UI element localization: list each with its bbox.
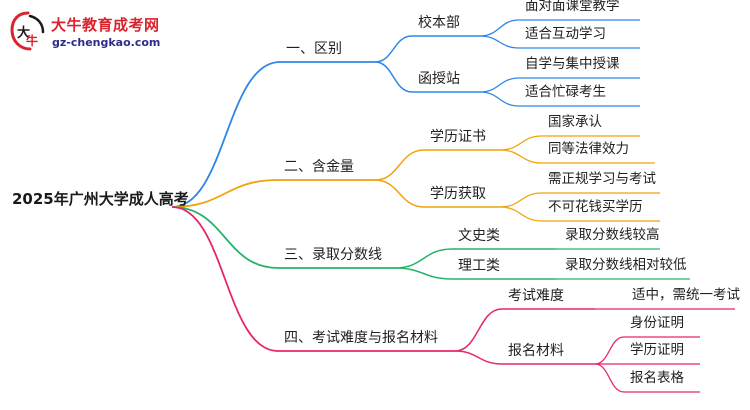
leaf-node[interactable]: 录取分数线较高 bbox=[565, 227, 660, 243]
sub-branch-node[interactable]: 考试难度 bbox=[508, 288, 564, 304]
leaf-connector bbox=[499, 206, 543, 222]
leaf-connector bbox=[499, 135, 543, 151]
sub-branch-node[interactable]: 学历证书 bbox=[430, 129, 486, 145]
sub-branch-node[interactable]: 理工类 bbox=[458, 258, 500, 274]
branch-connector bbox=[171, 206, 279, 269]
leaf-node[interactable]: 适中，需统一考试 bbox=[632, 287, 740, 303]
leaf-node[interactable]: 报名表格 bbox=[630, 370, 684, 386]
branch-connector bbox=[171, 61, 281, 208]
leaf-connector bbox=[479, 19, 520, 37]
logo-url-text: gz-chengkao.com bbox=[52, 36, 161, 49]
site-logo[interactable]: 大 牛 大牛教育成考网 gz-chengkao.com bbox=[8, 10, 178, 54]
sub-branch-connector bbox=[454, 350, 503, 365]
leaf-connector bbox=[499, 149, 543, 164]
leaf-connector bbox=[479, 91, 520, 107]
sub-branch-node[interactable]: 文史类 bbox=[458, 228, 500, 244]
sub-branch-connector bbox=[374, 179, 425, 208]
sub-branch-connector bbox=[454, 308, 503, 352]
branch-connector bbox=[171, 206, 279, 352]
leaf-node[interactable]: 不可花钱买学历 bbox=[548, 199, 643, 215]
branch-connector bbox=[171, 179, 279, 208]
leaf-node[interactable]: 同等法律效力 bbox=[548, 141, 629, 157]
leaf-node[interactable]: 自学与集中授课 bbox=[525, 56, 620, 72]
leaf-node[interactable]: 录取分数线相对较低 bbox=[565, 257, 687, 273]
leaf-node[interactable]: 面对面课堂教学 bbox=[525, 0, 620, 14]
logo-mark-icon: 大 牛 bbox=[10, 11, 45, 51]
branch-node[interactable]: 一、区别 bbox=[286, 41, 342, 57]
branch-node[interactable]: 三、录取分数线 bbox=[284, 247, 382, 263]
leaf-node[interactable]: 需正规学习与考试 bbox=[548, 171, 656, 187]
leaf-connector bbox=[594, 363, 625, 393]
leaf-node[interactable]: 身份证明 bbox=[630, 315, 684, 331]
svg-text:大: 大 bbox=[17, 25, 30, 41]
leaf-node[interactable]: 学历证明 bbox=[630, 342, 684, 358]
leaf-connector bbox=[479, 35, 520, 49]
sub-branch-node[interactable]: 校本部 bbox=[418, 15, 460, 31]
sub-branch-connector bbox=[394, 248, 453, 269]
logo-brand-text: 大牛教育成考网 bbox=[51, 16, 160, 34]
svg-text:牛: 牛 bbox=[26, 33, 38, 48]
leaf-node[interactable]: 国家承认 bbox=[548, 114, 602, 130]
sub-branch-node[interactable]: 报名材料 bbox=[508, 343, 564, 359]
sub-branch-node[interactable]: 函授站 bbox=[418, 71, 460, 87]
leaf-connector bbox=[479, 77, 520, 93]
leaf-connector bbox=[594, 336, 625, 365]
branch-node[interactable]: 二、含金量 bbox=[284, 159, 354, 175]
leaf-node[interactable]: 适合忙碌考生 bbox=[525, 84, 606, 100]
sub-branch-connector bbox=[374, 35, 413, 63]
branch-node[interactable]: 四、考试难度与报名材料 bbox=[284, 330, 438, 346]
sub-branch-connector bbox=[394, 267, 453, 280]
leaf-node[interactable]: 适合互动学习 bbox=[525, 26, 606, 42]
sub-branch-connector bbox=[374, 61, 413, 93]
leaf-connector bbox=[499, 192, 543, 208]
sub-branch-connector bbox=[374, 149, 425, 181]
root-node[interactable]: 2025年广州大学成人高考 bbox=[12, 190, 189, 208]
sub-branch-node[interactable]: 学历获取 bbox=[430, 186, 486, 202]
